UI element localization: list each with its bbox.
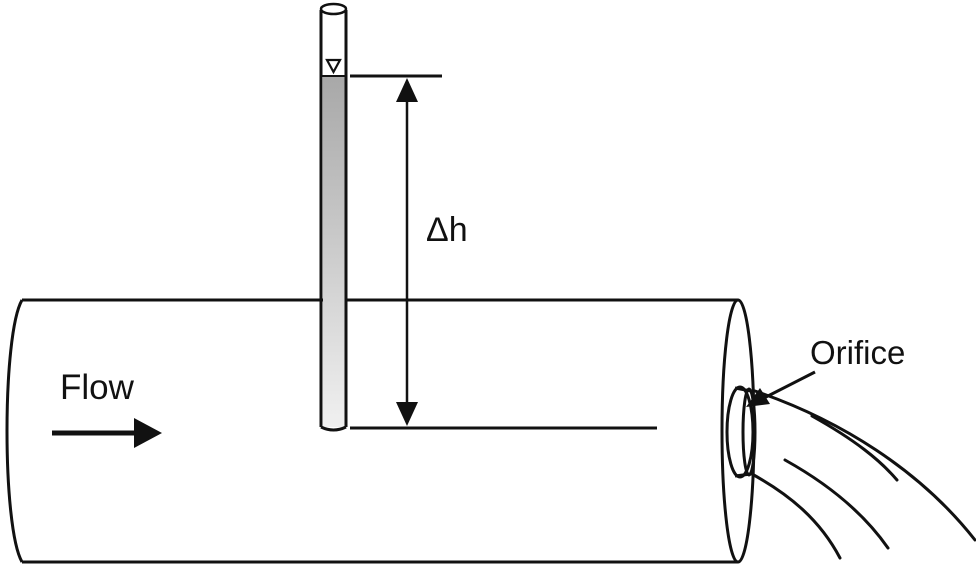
jet-lower-line [750, 472, 842, 560]
tube-bottom-opening [320, 425, 347, 432]
delta-h-label: Δh [426, 211, 468, 249]
jet-mid-line-2 [783, 458, 890, 550]
piezometer-tube [319, 2, 348, 432]
jet-streamlines [750, 389, 976, 560]
orifice-label: Orifice [810, 334, 905, 371]
jet-upper-line [753, 389, 976, 542]
flow-label: Flow [60, 368, 135, 407]
arrow-up-head [396, 78, 418, 102]
arrow-down-head [396, 402, 418, 426]
jet-mid-line-1 [810, 414, 899, 482]
orifice-opening [725, 385, 757, 479]
delta-h-dimension-arrow [396, 78, 418, 426]
tube-fluid-column [323, 76, 345, 427]
tube-top-opening [319, 2, 348, 16]
orifice-arrow-head [746, 388, 770, 407]
orifice-leader-arrow [746, 370, 816, 407]
water-surface-marker-icon [325, 58, 342, 75]
flow-arrow-head [134, 418, 162, 448]
pipe-left-end [5, 299, 24, 563]
flow-direction-arrow [52, 418, 162, 448]
